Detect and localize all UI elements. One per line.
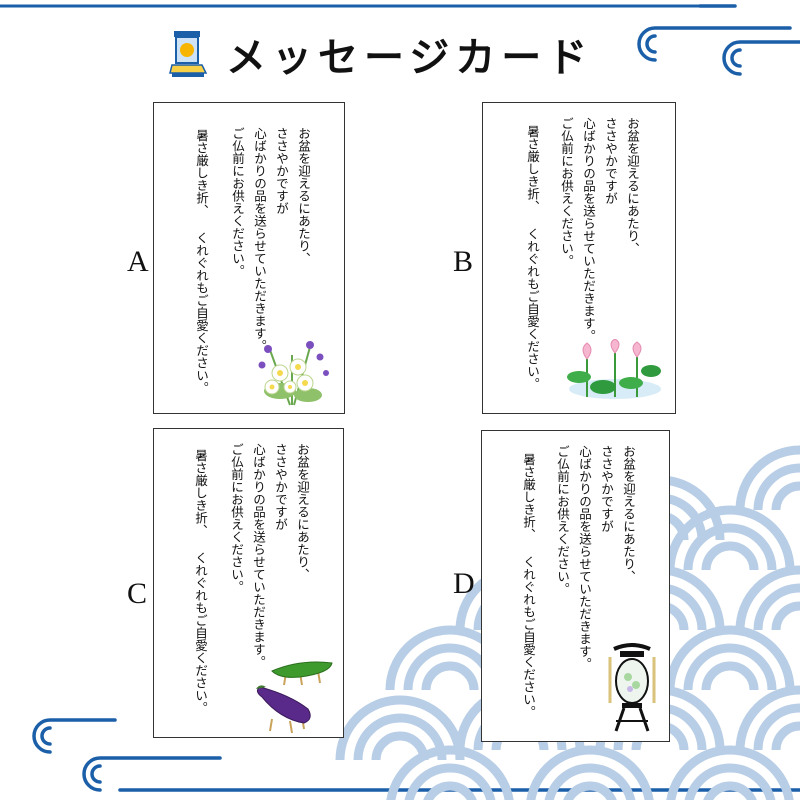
card-label-a: A: [127, 245, 149, 278]
wave-arc: [335, 695, 465, 761]
message-line: お盆を迎えるにあたり、: [621, 445, 636, 583]
wave-arc: [526, 745, 654, 800]
card-closing: 暑さ厳しき折、 くれぐれもご自愛ください。: [194, 129, 209, 394]
wave-arc: [665, 625, 795, 691]
card-message: お盆を迎えるにあたり、 ささやかですが 心ばかりの品を送らせていただきます。 ご…: [551, 445, 639, 670]
message-line: ご仏前にお供えください。: [229, 443, 244, 593]
wave-arc: [371, 731, 429, 761]
card-label-d: D: [453, 567, 475, 600]
message-line: ご仏前にお供えください。: [555, 445, 570, 595]
message-line: 心ばかりの品を送らせていただきます。: [251, 443, 266, 668]
wave-arc: [703, 781, 757, 800]
message-line: ご仏前にお供えください。: [230, 127, 245, 277]
message-line: ささやかですが: [273, 443, 288, 531]
message-card-d[interactable]: お盆を迎えるにあたり、 ささやかですが 心ばかりの品を送らせていただきます。 ご…: [481, 430, 670, 742]
wave-arc: [563, 781, 617, 800]
card-message: お盆を迎えるにあたり、 ささやかですが 心ばかりの品を送らせていただきます。 ご…: [555, 117, 643, 342]
message-line: 心ばかりの品を送らせていただきます。: [577, 445, 592, 670]
wave-arc: [353, 713, 447, 761]
card-closing: 暑さ厳しき折、 くれぐれもご自愛ください。: [521, 453, 536, 718]
message-line: ささやかですが: [274, 127, 289, 215]
message-line: お盆を迎えるにあたり、: [625, 117, 640, 255]
bon-lantern-icon: [608, 643, 656, 732]
message-card-a[interactable]: お盆を迎えるにあたり、 ささやかですが 心ばかりの品を送らせていただきます。 ご…: [153, 102, 345, 414]
wave-arc: [701, 541, 759, 571]
message-line: ささやかですが: [599, 445, 614, 533]
wave-arc: [771, 481, 800, 511]
wave-arc: [666, 745, 794, 800]
wave-arc: [684, 763, 776, 800]
card-closing: 暑さ厳しき折、 くれぐれもご自愛ください。: [525, 125, 540, 390]
lotus-icon: [567, 339, 661, 399]
wave-arc: [753, 463, 800, 511]
wave-arc: [735, 565, 800, 631]
wave-arc: [544, 763, 636, 800]
wave-arc: [683, 523, 777, 571]
page-title: メッセージカード: [226, 34, 594, 81]
header: メッセージカード: [168, 26, 593, 82]
message-line: 心ばかりの品を送らせていただきます。: [252, 127, 267, 352]
lantern-icon: [169, 31, 208, 77]
wave-arc: [386, 745, 514, 800]
message-line: ささやかですが: [603, 117, 618, 205]
card-message: お盆を迎えるにあたり、 ささやかですが 心ばかりの品を送らせていただきます。 ご…: [226, 127, 314, 352]
card-message: お盆を迎えるにあたり、 ささやかですが 心ばかりの品を送らせていただきます。 ご…: [225, 443, 313, 668]
message-line: ご仏前にお供えください。: [559, 117, 574, 267]
flower-bouquet-icon: [258, 341, 329, 406]
cucumber-eggplant-horse-icon: [256, 661, 333, 733]
card-label-b: B: [453, 245, 474, 278]
wave-arc: [771, 601, 800, 631]
message-line: お盆を迎えるにあたり、: [295, 443, 310, 581]
message-card-c[interactable]: お盆を迎えるにあたり、 ささやかですが 心ばかりの品を送らせていただきます。 ご…: [153, 428, 344, 738]
wave-arc: [701, 661, 759, 691]
wave-arc: [421, 661, 479, 691]
wave-arc: [753, 703, 800, 751]
wave-arc: [404, 763, 496, 800]
card-closing: 暑さ厳しき折、 くれぐれもご自愛ください。: [193, 449, 208, 714]
wave-arc: [683, 643, 777, 691]
wave-arc: [665, 505, 795, 571]
wave-arc: [753, 583, 800, 631]
wave-arc: [771, 721, 800, 751]
wave-arc: [735, 445, 800, 511]
message-card-b[interactable]: お盆を迎えるにあたり、 ささやかですが 心ばかりの品を送らせていただきます。 ご…: [482, 102, 676, 414]
wave-arc: [735, 685, 800, 751]
message-line: 心ばかりの品を送らせていただきます。: [581, 117, 596, 342]
message-line: お盆を迎えるにあたり、: [296, 127, 311, 265]
card-label-c: C: [127, 577, 148, 610]
wave-arc: [423, 781, 477, 800]
